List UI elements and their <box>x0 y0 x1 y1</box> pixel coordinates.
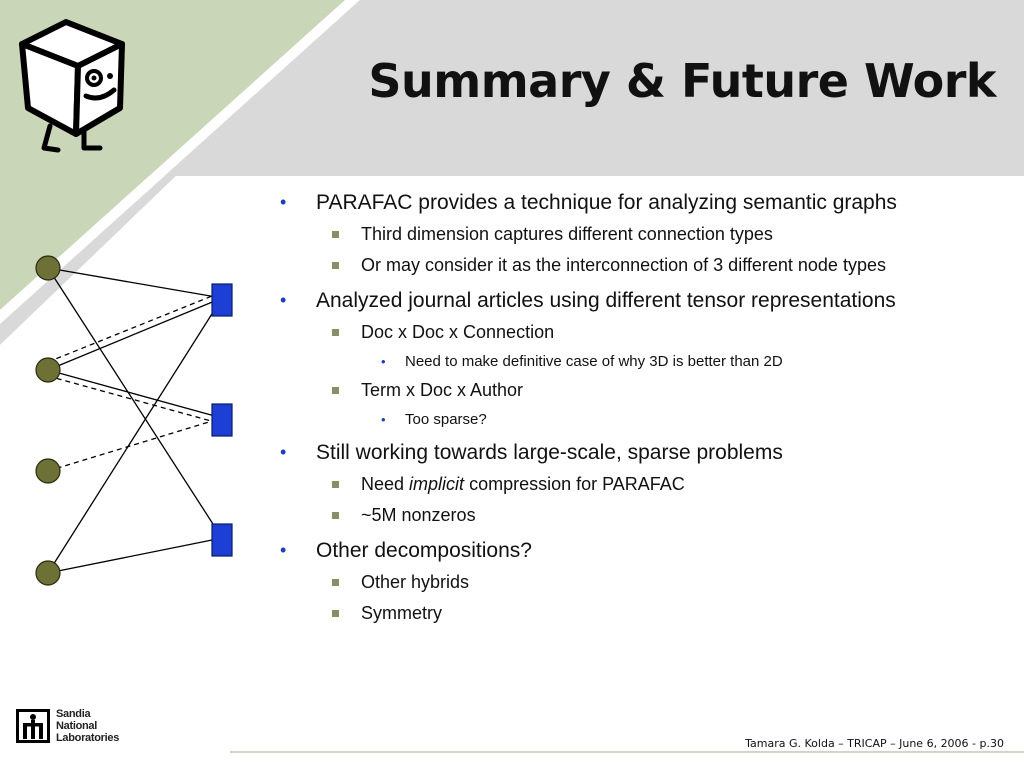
bullet-dot-icon: • <box>280 540 287 560</box>
bullet-dot-icon: • <box>280 442 287 462</box>
graph-node-square <box>211 283 233 317</box>
footer-divider <box>230 751 1024 753</box>
bullet-list: •PARAFAC provides a technique for analyz… <box>272 186 1012 629</box>
sub-bullet-item: Term x Doc x Author <box>272 375 1012 406</box>
slide-footer: Tamara G. Kolda – TRICAP – June 6, 2006 … <box>745 737 1004 750</box>
sub-bullet-item: ~5M nonzeros <box>272 500 1012 531</box>
bullet-square-icon <box>332 387 339 394</box>
bullet-item: •Still working towards large-scale, spar… <box>272 436 1012 469</box>
graph-edge-dashed <box>47 417 223 472</box>
bullet-dot-icon: • <box>381 412 386 427</box>
bullet-dot-icon: • <box>381 354 386 369</box>
sub-sub-bullet-item: •Too sparse? <box>272 406 1012 433</box>
graph-edge <box>47 297 223 574</box>
bullet-item: •Other decompositions? <box>272 534 1012 567</box>
graph-node-circle <box>35 255 61 281</box>
bullet-square-icon <box>332 512 339 519</box>
bullet-item: •Analyzed journal articles using differe… <box>272 284 1012 317</box>
sub-sub-bullet-item: •Need to make definitive case of why 3D … <box>272 348 1012 375</box>
graph-node-square <box>211 403 233 437</box>
sub-bullet-item: Need implicit compression for PARAFAC <box>272 469 1012 500</box>
slide-title: Summary & Future Work <box>368 54 996 108</box>
graph-edge <box>47 267 223 299</box>
bullet-dot-icon: • <box>280 290 287 310</box>
bullet-dot-icon: • <box>280 192 287 212</box>
graph-diagram <box>35 255 233 586</box>
bullet-square-icon <box>332 329 339 336</box>
graph-edge <box>47 267 223 539</box>
bullet-square-icon <box>332 579 339 586</box>
graph-node-circle <box>35 458 61 484</box>
graph-edge <box>47 537 223 574</box>
bullet-square-icon <box>332 610 339 617</box>
logo-text: Sandia National Laboratories <box>56 708 120 744</box>
bullet-item: •PARAFAC provides a technique for analyz… <box>272 186 1012 219</box>
sub-bullet-item: Other hybrids <box>272 567 1012 598</box>
sub-bullet-item: Or may consider it as the interconnectio… <box>272 250 1012 281</box>
bullet-square-icon <box>332 262 339 269</box>
graph-edge <box>47 297 223 371</box>
bullet-square-icon <box>332 481 339 488</box>
graph-edge <box>47 369 223 419</box>
sandia-logo-icon <box>16 709 50 743</box>
bullet-square-icon <box>332 231 339 238</box>
sub-bullet-item: Third dimension captures different conne… <box>272 219 1012 250</box>
sandia-logo: Sandia National Laboratories <box>16 708 119 744</box>
graph-node-circle <box>35 357 61 383</box>
graph-edge-dashed <box>47 375 223 425</box>
graph-node-square <box>211 523 233 557</box>
sub-bullet-item: Symmetry <box>272 598 1012 629</box>
sub-bullet-item: Doc x Doc x Connection <box>272 317 1012 348</box>
cube-mascot-icon <box>19 19 125 153</box>
graph-node-circle <box>35 560 61 586</box>
graph-edge-dashed <box>47 291 223 363</box>
